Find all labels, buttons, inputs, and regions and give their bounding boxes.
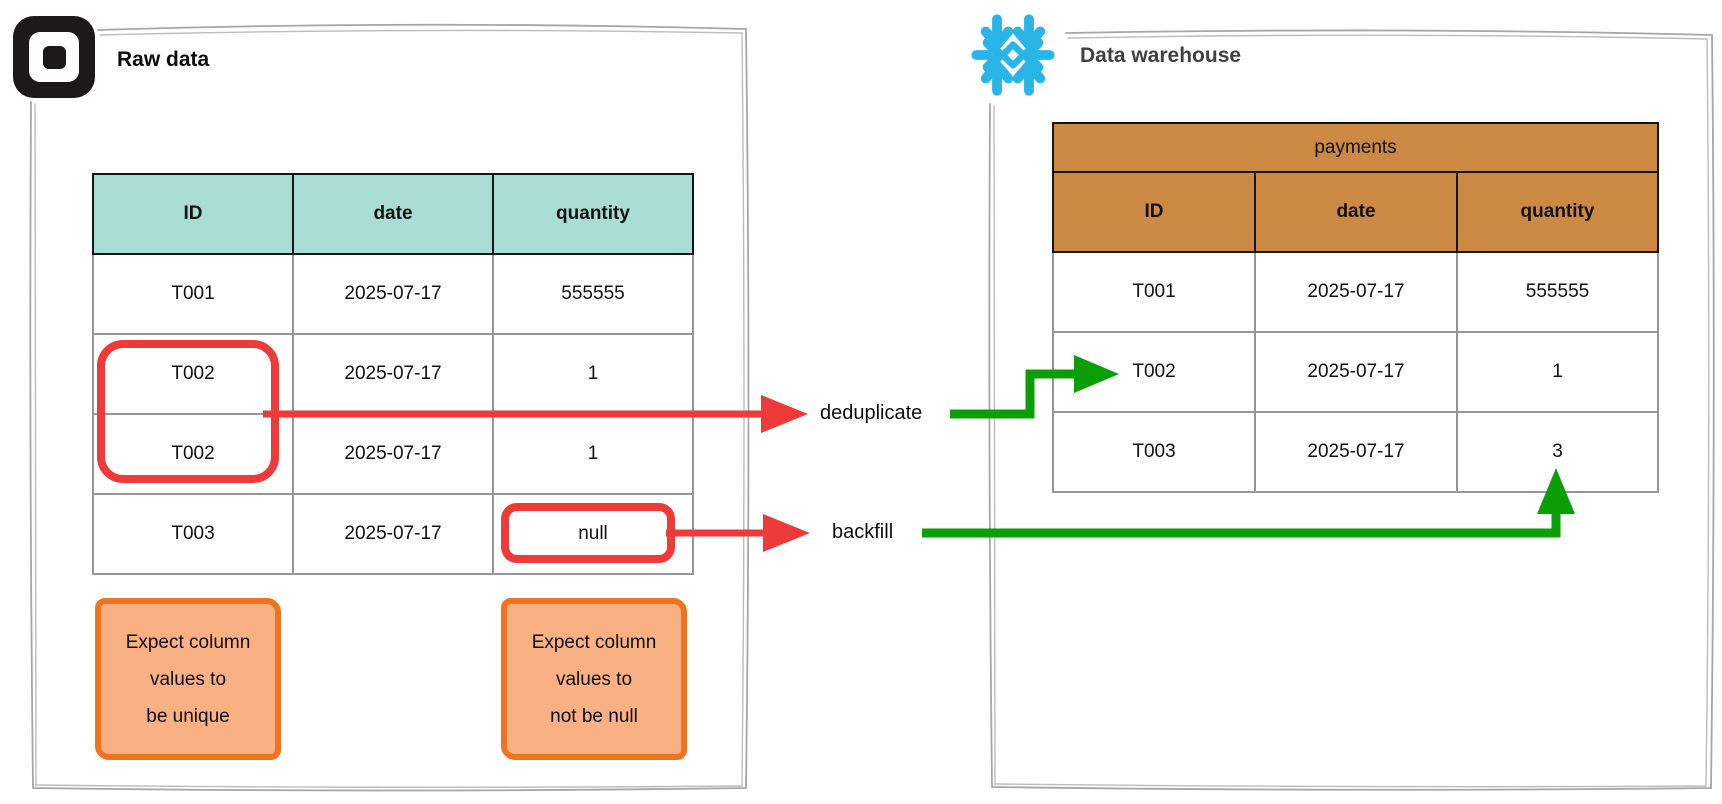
wh-cell: 2025-07-17: [1254, 251, 1458, 333]
raw-cell: 1: [492, 333, 694, 415]
raw-data-title: Raw data: [117, 48, 210, 71]
raw-cell: 2025-07-17: [292, 253, 494, 335]
note-line: Expect column: [531, 631, 657, 653]
square-logo-inner: [29, 32, 79, 82]
payments-title-row: payments: [1052, 122, 1659, 173]
square-logo-core: [42, 45, 66, 69]
note-line: be unique: [146, 705, 230, 727]
wh-cell-deduplicated: T002: [1052, 331, 1256, 413]
data-warehouse-title: Data warehouse: [1080, 44, 1242, 67]
backfill-label: backfill: [832, 521, 894, 543]
raw-cell: 1: [492, 413, 694, 495]
table-row: T001 2025-07-17 555555: [1052, 251, 1659, 333]
wh-col-id: ID: [1052, 171, 1256, 253]
raw-col-quantity: quantity: [492, 173, 694, 255]
table-row: T001 2025-07-17 555555: [92, 253, 694, 335]
wh-cell: 555555: [1456, 251, 1659, 333]
deduplicate-label: deduplicate: [820, 402, 923, 424]
raw-header-row: ID date quantity: [92, 173, 694, 255]
note-line: values to: [149, 668, 227, 690]
raw-cell: 2025-07-17: [292, 413, 494, 495]
duplicate-highlight-box: [97, 340, 279, 483]
table-row: T003 2025-07-17 3: [1052, 411, 1659, 493]
square-logo: [13, 16, 95, 98]
snowflake-logo: [971, 14, 1055, 96]
wh-cell-backfilled: 3: [1456, 411, 1659, 493]
wh-cell: 1: [1456, 331, 1659, 413]
note-line: not be null: [550, 705, 638, 727]
raw-cell: 555555: [492, 253, 694, 335]
payments-table-title: payments: [1052, 122, 1659, 173]
raw-cell: T001: [92, 253, 294, 335]
note-line: Expect column: [125, 631, 251, 653]
not-null-expectation-note: Expect column values to not be null: [501, 598, 687, 760]
unique-expectation-note: Expect column values to be unique: [95, 598, 281, 760]
wh-cell: 2025-07-17: [1254, 411, 1458, 493]
wh-cell: T003: [1052, 411, 1256, 493]
note-line: values to: [555, 668, 633, 690]
payments-table: payments ID date quantity T001 2025-07-1…: [1052, 122, 1659, 493]
null-highlight-box: [501, 503, 675, 563]
raw-cell: T003: [92, 493, 294, 575]
table-row: T002 2025-07-17 1: [1052, 331, 1659, 413]
wh-cell: T001: [1052, 251, 1256, 333]
raw-col-id: ID: [92, 173, 294, 255]
raw-cell: 2025-07-17: [292, 333, 494, 415]
payments-header-row: ID date quantity: [1052, 171, 1659, 253]
wh-col-quantity: quantity: [1456, 171, 1659, 253]
wh-cell: 2025-07-17: [1254, 331, 1458, 413]
wh-col-date: date: [1254, 171, 1458, 253]
raw-col-date: date: [292, 173, 494, 255]
raw-cell: 2025-07-17: [292, 493, 494, 575]
